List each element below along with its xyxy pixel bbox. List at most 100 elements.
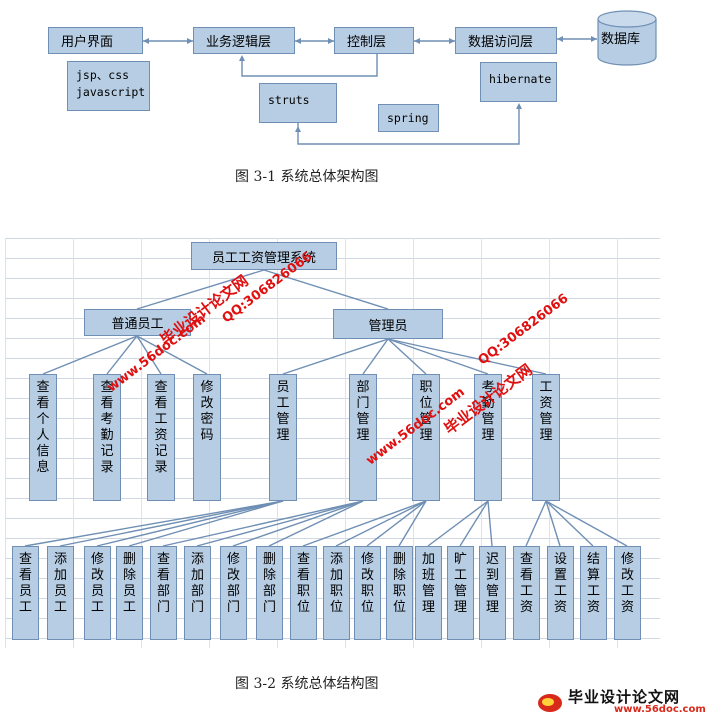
admin-module-4: 考勤管理 bbox=[474, 374, 502, 501]
tree-edge bbox=[196, 500, 364, 547]
leaf-function-16-label: 查看工资 bbox=[519, 552, 533, 615]
leaf-function-15-label: 迟到管理 bbox=[485, 552, 499, 615]
leaf-function-3: 修改员工 bbox=[84, 546, 111, 640]
leaf-function-4: 删除员工 bbox=[116, 546, 143, 640]
leaf-function-15: 迟到管理 bbox=[479, 546, 506, 640]
tree-edge bbox=[106, 335, 138, 375]
arrow-ui-business-head-left bbox=[143, 38, 149, 44]
grid-line bbox=[5, 438, 660, 439]
leaf-function-2: 添加员工 bbox=[47, 546, 74, 640]
connector-control-business bbox=[241, 54, 378, 77]
leaf-function-11: 修改职位 bbox=[354, 546, 381, 640]
grid-line bbox=[617, 238, 618, 648]
leaf-function-14-label: 旷工管理 bbox=[453, 552, 467, 615]
leaf-function-18: 结算工资 bbox=[580, 546, 607, 640]
footer-logo-text: 毕业设计论文网 bbox=[568, 688, 681, 706]
leaf-function-2-label: 添加员工 bbox=[53, 552, 67, 615]
tree-edge bbox=[136, 335, 208, 375]
leaf-function-9: 查看职位 bbox=[290, 546, 317, 640]
grid-line bbox=[141, 238, 142, 648]
grid-line bbox=[345, 238, 346, 648]
leaf-function-12-label: 删除职位 bbox=[392, 552, 406, 615]
grid-line bbox=[5, 498, 660, 499]
leaf-function-13-label: 加班管理 bbox=[421, 552, 435, 615]
grid-line bbox=[73, 238, 74, 648]
leaf-function-19: 修改工资 bbox=[614, 546, 641, 640]
note-frontend: jsp、css javascript bbox=[67, 61, 150, 111]
leaf-function-13: 加班管理 bbox=[415, 546, 442, 640]
tree-edge bbox=[459, 500, 489, 547]
tree-edge bbox=[387, 338, 427, 375]
note-hibernate: hibernate bbox=[480, 62, 557, 102]
leaf-function-14: 旷工管理 bbox=[447, 546, 474, 640]
layer-control: 控制层 bbox=[334, 27, 414, 54]
role-employee: 普通员工 bbox=[84, 309, 191, 336]
grid-line bbox=[5, 418, 660, 419]
layer-ui: 用户界面 bbox=[48, 27, 143, 54]
admin-module-1-label: 员工管理 bbox=[276, 380, 290, 443]
tree-edge bbox=[387, 338, 489, 375]
admin-module-5: 工资管理 bbox=[532, 374, 560, 501]
tree-edge bbox=[136, 269, 265, 310]
arrow-head-business bbox=[239, 55, 245, 61]
tree-edge bbox=[335, 500, 427, 547]
tree-edge bbox=[302, 500, 427, 547]
arrow-head-hibernate bbox=[516, 103, 522, 109]
role-admin: 管理员 bbox=[333, 309, 443, 339]
leaf-function-7-label: 修改部门 bbox=[226, 552, 240, 615]
arrow-data-db-head-right bbox=[591, 36, 597, 42]
tree-edge bbox=[387, 338, 547, 375]
leaf-function-3-label: 修改员工 bbox=[90, 552, 104, 615]
tree-edge bbox=[59, 500, 284, 547]
leaf-function-5-label: 查看部门 bbox=[156, 552, 170, 615]
tree-edge bbox=[232, 500, 364, 547]
employee-function-3-label: 查看工资记录 bbox=[154, 380, 168, 475]
tree-edge bbox=[427, 500, 489, 547]
tree-edge bbox=[268, 500, 364, 547]
layer-data-access: 数据访问层 bbox=[455, 27, 557, 54]
employee-function-3: 查看工资记录 bbox=[147, 374, 175, 501]
grid-line bbox=[5, 318, 660, 319]
grid-line bbox=[5, 378, 660, 379]
grid-line bbox=[5, 398, 660, 399]
leaf-function-1-label: 查看员工 bbox=[18, 552, 32, 615]
employee-function-1-label: 查看个人信息 bbox=[36, 380, 50, 475]
leaf-function-16: 查看工资 bbox=[513, 546, 540, 640]
leaf-function-4-label: 删除员工 bbox=[122, 552, 136, 615]
tree-edge bbox=[128, 500, 284, 547]
arrow-ui-business-head-right bbox=[187, 38, 193, 44]
admin-module-2: 部门管理 bbox=[349, 374, 377, 501]
tree-edge bbox=[525, 500, 547, 547]
tree-edge bbox=[487, 500, 493, 547]
tree-edge bbox=[545, 500, 561, 547]
employee-function-4: 修改密码 bbox=[193, 374, 221, 501]
leaf-function-10: 添加职位 bbox=[323, 546, 350, 640]
arrow-control-data-head-left bbox=[414, 38, 420, 44]
leaf-function-19-label: 修改工资 bbox=[620, 552, 634, 615]
note-frontend-text: jsp、css javascript bbox=[76, 68, 146, 99]
admin-module-1: 员工管理 bbox=[269, 374, 297, 501]
grid-line bbox=[5, 238, 6, 648]
leaf-function-17: 设置工资 bbox=[547, 546, 574, 640]
fig2-caption: 图 3-2 系统总体结构图 bbox=[235, 676, 379, 692]
leaf-function-18-label: 结算工资 bbox=[586, 552, 600, 615]
connector-struts-hibernate bbox=[297, 106, 520, 145]
admin-module-5-label: 工资管理 bbox=[539, 380, 553, 443]
arrow-head-struts bbox=[295, 126, 301, 132]
leaf-function-5: 查看部门 bbox=[150, 546, 177, 640]
leaf-function-6: 添加部门 bbox=[184, 546, 211, 640]
leaf-function-8-label: 删除部门 bbox=[262, 552, 276, 615]
grid-line bbox=[5, 238, 660, 239]
note-struts: struts bbox=[259, 83, 337, 123]
leaf-function-8: 删除部门 bbox=[256, 546, 283, 640]
leaf-function-10-label: 添加职位 bbox=[329, 552, 343, 615]
footer-logo-url: www.56doc.com bbox=[614, 704, 706, 715]
grid-line bbox=[5, 518, 660, 519]
arrow-data-db-head-left bbox=[557, 36, 563, 42]
root-node: 员工工资管理系统 bbox=[191, 242, 337, 270]
leaf-function-11-label: 修改职位 bbox=[360, 552, 374, 615]
admin-module-3: 职位管理 bbox=[412, 374, 440, 501]
layer-business-logic: 业务逻辑层 bbox=[193, 27, 295, 54]
tree-edge bbox=[162, 500, 364, 547]
grid-line bbox=[5, 298, 660, 299]
